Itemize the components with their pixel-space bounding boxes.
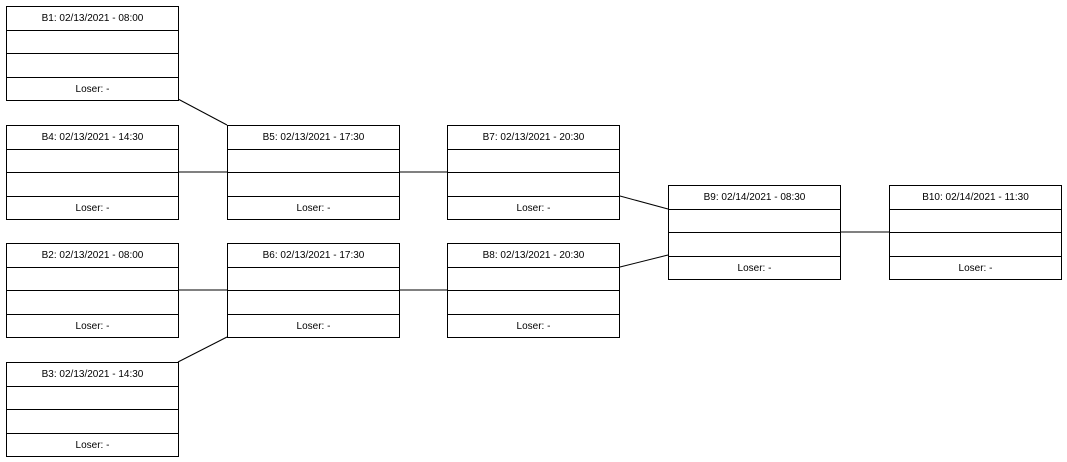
loser-label: Loser: - [75,320,110,332]
match-header: B3: 02/13/2021 - 14:30 [7,363,178,387]
connector-b8-b9 [619,254,669,268]
match-b9: B9: 02/14/2021 - 08:30 Loser: - [668,185,841,280]
match-header: B4: 02/13/2021 - 14:30 [7,126,178,150]
loser-label: Loser: - [296,202,331,214]
match-header: B5: 02/13/2021 - 17:30 [228,126,399,150]
match-header: B1: 02/13/2021 - 08:00 [7,7,178,31]
team-slot-2 [7,173,178,197]
connector-b1-b5 [177,98,228,126]
loser-label: Loser: - [75,439,110,451]
loser-label: Loser: - [516,202,551,214]
team-slot-2 [228,291,399,315]
team-slot-1 [7,150,178,173]
team-slot-2 [7,54,178,78]
team-slot-2 [7,410,178,434]
match-b8: B8: 02/13/2021 - 20:30 Loser: - [447,243,620,338]
match-b4: B4: 02/13/2021 - 14:30 Loser: - [6,125,179,220]
team-slot-1 [890,210,1061,233]
match-header: B10: 02/14/2021 - 11:30 [890,186,1061,210]
team-slot-2 [228,173,399,197]
match-header: B8: 02/13/2021 - 20:30 [448,244,619,268]
connector-b3-b6 [177,336,228,363]
loser-label: Loser: - [516,320,551,332]
match-header: B7: 02/13/2021 - 20:30 [448,126,619,150]
team-slot-1 [7,387,178,410]
match-b6: B6: 02/13/2021 - 17:30 Loser: - [227,243,400,338]
loser-label: Loser: - [737,262,772,274]
loser-label: Loser: - [296,320,331,332]
match-header: B2: 02/13/2021 - 08:00 [7,244,178,268]
team-slot-1 [7,31,178,54]
loser-label: Loser: - [75,202,110,214]
match-header: B6: 02/13/2021 - 17:30 [228,244,399,268]
loser-label: Loser: - [75,83,110,95]
match-header: B9: 02/14/2021 - 08:30 [669,186,840,210]
match-b5: B5: 02/13/2021 - 17:30 Loser: - [227,125,400,220]
team-slot-1 [228,150,399,173]
connector-b7-b9 [619,195,669,210]
match-b7: B7: 02/13/2021 - 20:30 Loser: - [447,125,620,220]
match-b3: B3: 02/13/2021 - 14:30 Loser: - [6,362,179,457]
team-slot-1 [448,150,619,173]
team-slot-2 [448,173,619,197]
team-slot-2 [448,291,619,315]
team-slot-2 [890,233,1061,257]
match-b2: B2: 02/13/2021 - 08:00 Loser: - [6,243,179,338]
team-slot-1 [669,210,840,233]
team-slot-1 [7,268,178,291]
team-slot-2 [669,233,840,257]
team-slot-1 [228,268,399,291]
match-b1: B1: 02/13/2021 - 08:00 Loser: - [6,6,179,101]
team-slot-2 [7,291,178,315]
loser-label: Loser: - [958,262,993,274]
match-b10: B10: 02/14/2021 - 11:30 Loser: - [889,185,1062,280]
team-slot-1 [448,268,619,291]
